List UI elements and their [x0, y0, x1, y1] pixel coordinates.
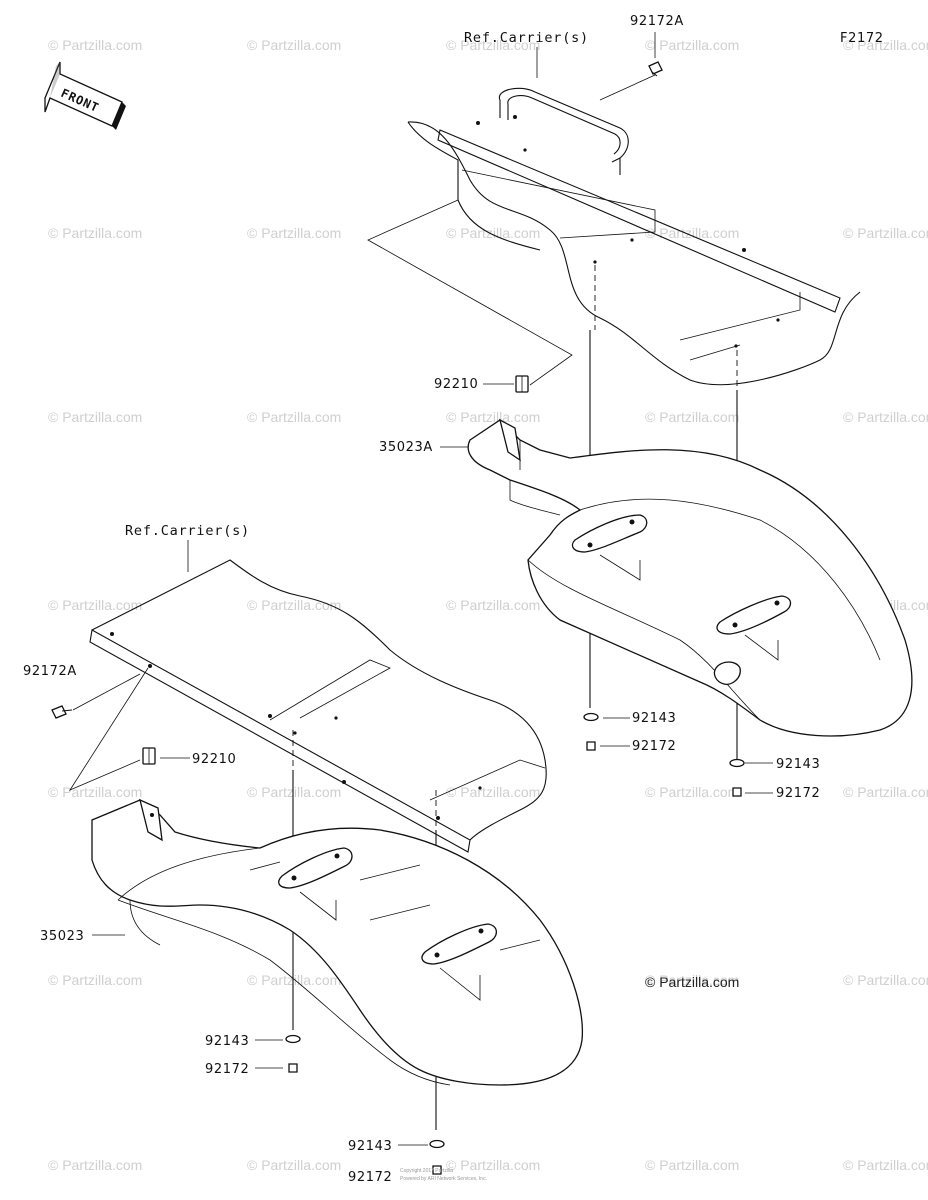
watermark-text: © Partzilla.com: [843, 225, 928, 241]
watermark-text: © Partzilla.com: [645, 1157, 739, 1173]
watermark-text: © Partzilla.com: [843, 37, 928, 53]
watermark-text: © Partzilla.com: [843, 1157, 928, 1173]
label-ref-carrier-top: Ref.Carrier(s): [464, 30, 589, 46]
label-92143-right-a: 92143: [632, 711, 676, 726]
watermark-text: © Partzilla.com: [645, 225, 739, 241]
label-92210-left: 92210: [192, 752, 236, 767]
label-92143-bottom-b: 92143: [348, 1139, 392, 1154]
fine-print-1: Copyright 2017 Partzilla: [400, 1168, 453, 1174]
fender-35023: [91, 798, 584, 1086]
label-92172-bottom-a: 92172: [205, 1062, 249, 1077]
watermark-text: © Partzilla.com: [843, 409, 928, 425]
watermark-text: © Partzilla.com: [48, 597, 142, 613]
clip-92210-upper: [515, 375, 529, 393]
watermark-text: © Partzilla.com: [843, 972, 928, 988]
watermark-text: © Partzilla.com: [48, 972, 142, 988]
lower-carrier-rack: [89, 559, 547, 853]
watermark-text: © Partzilla.com: [645, 409, 739, 425]
label-92210-top: 92210: [434, 377, 478, 392]
watermark-grid: © Partzilla.com © Partzilla.com © Partzill…: [48, 37, 928, 1173]
clip-92210-lower: [142, 747, 156, 765]
label-92172a-left: 92172A: [23, 664, 77, 679]
label-92143-bottom-a: 92143: [205, 1034, 249, 1049]
watermark-text: © Partzilla.com: [247, 37, 341, 53]
watermark-text: © Partzilla.com: [446, 1157, 540, 1173]
watermark-text: © Partzilla.com: [247, 225, 341, 241]
watermark-text: © Partzilla.com: [247, 597, 341, 613]
bolt-92172a-lower: [51, 705, 73, 719]
watermark-text: © Partzilla.com: [446, 37, 540, 53]
watermark-text: © Partzilla.com: [446, 784, 540, 800]
watermark-text: © Partzilla.com: [247, 409, 341, 425]
watermark-text: © Partzilla.com: [48, 409, 142, 425]
watermark-text: © Partzilla.com: [446, 409, 540, 425]
front-arrow-icon: FRONT: [44, 61, 126, 130]
label-92172a-top: 92172A: [630, 14, 684, 29]
watermark-text: © Partzilla.com: [48, 225, 142, 241]
figure-code: F2172: [840, 31, 884, 46]
watermark-text: © Partzilla.com: [247, 784, 341, 800]
label-35023a: 35023A: [379, 440, 433, 455]
watermark-text: © Partzilla.com: [247, 972, 341, 988]
label-92172-right-b: 92172: [776, 786, 820, 801]
watermark-text: © Partzilla.com: [446, 225, 540, 241]
fasteners-upper: [583, 712, 745, 797]
watermark-text: © Partzilla.com: [48, 784, 142, 800]
label-92143-right-b: 92143: [776, 757, 820, 772]
fasteners-lower: [285, 1034, 445, 1175]
watermark-text: © Partzilla.com: [645, 37, 739, 53]
label-92172-bottom-b: 92172: [348, 1170, 392, 1185]
copyright-notice: © Partzilla.com: [645, 974, 739, 990]
bolt-92172a-upper: [648, 61, 663, 77]
fine-print-2: Powered by ARI Network Services, Inc.: [400, 1176, 487, 1182]
watermark-text: © Partzilla.com: [645, 972, 739, 988]
watermark-text: © Partzilla.com: [645, 784, 739, 800]
watermark-text: © Partzilla.com: [843, 784, 928, 800]
label-35023: 35023: [40, 929, 84, 944]
label-ref-carrier-bottom: Ref.Carrier(s): [125, 523, 250, 539]
watermark-text: © Partzilla.com: [48, 1157, 142, 1173]
label-92172-right-a: 92172: [632, 739, 676, 754]
part-labels: Ref.Carrier(s) 92172A 92210 35023A 92143…: [23, 14, 820, 1185]
watermark-text: © Partzilla.com: [48, 37, 142, 53]
fender-35023a: [467, 418, 913, 737]
watermark-text: © Partzilla.com: [247, 1157, 341, 1173]
watermark-text: © Partzilla.com: [446, 597, 540, 613]
